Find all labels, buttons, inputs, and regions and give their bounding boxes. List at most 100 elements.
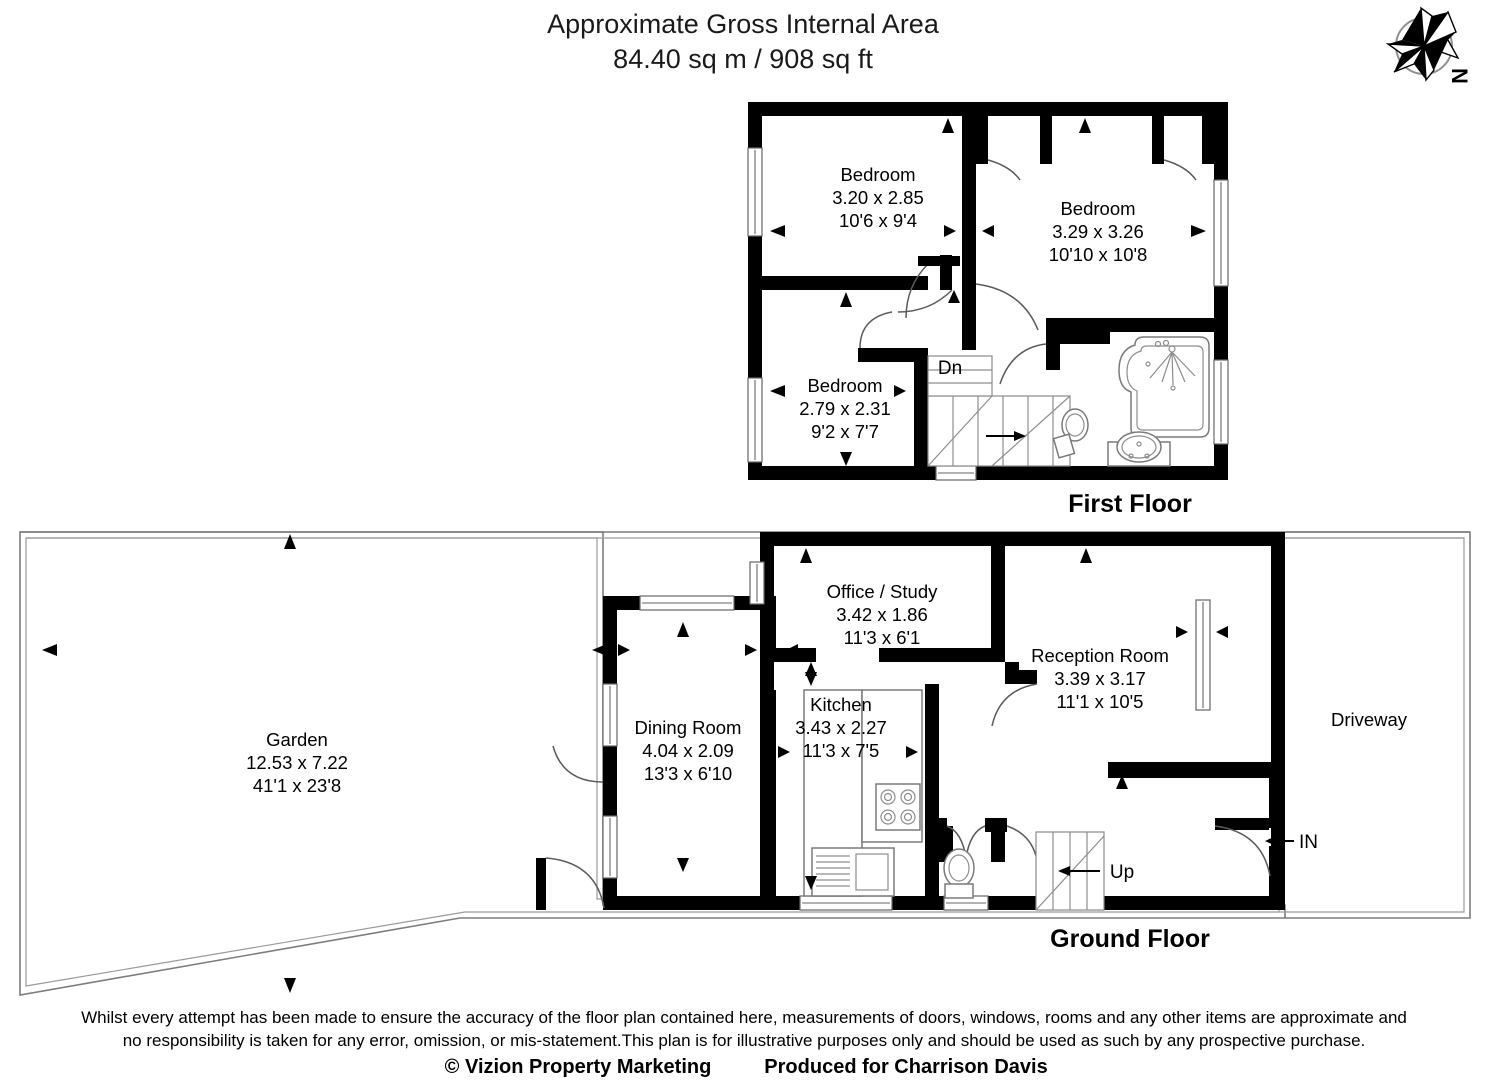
dining-interior <box>617 610 775 896</box>
wall-entry-right <box>1269 846 1285 910</box>
wall-hall-step <box>1005 670 1037 684</box>
bath-shower <box>1118 336 1210 438</box>
wardrobe-left-swing <box>987 159 1021 181</box>
wc-toilet-fixture <box>943 848 975 899</box>
wall-office-bottom <box>879 648 1005 662</box>
wall-first-left-mid <box>762 276 914 290</box>
kitchen-name: Kitchen <box>810 694 872 715</box>
title-line-2: 84.40 sq m / 908 sq ft <box>613 44 873 74</box>
door-swing-bed2 <box>975 283 1039 331</box>
stairs-down-label: Dn <box>938 358 962 379</box>
hob-icon <box>875 783 921 831</box>
entrance-arrow-icon <box>1265 835 1278 847</box>
wall-reception-lower <box>1108 762 1285 778</box>
ground-floor-labels: Office / Study 3.42 x 1.86 11'3 x 6'1 Re… <box>246 581 1408 796</box>
ground-floor-plan: Up IN <box>19 531 1471 996</box>
ground-floor-door-swings <box>536 683 1271 910</box>
entrance-label: IN <box>1299 832 1318 853</box>
wall-first-spine-lower <box>962 266 976 350</box>
garden-metric: 12.53 x 7.22 <box>246 752 348 773</box>
wall-first-bath-lintel <box>1046 332 1110 344</box>
kitchen-imperial: 11'3 x 7'5 <box>803 740 880 761</box>
office-metric: 3.42 x 1.86 <box>836 604 928 625</box>
sink-icon <box>811 847 895 897</box>
wall-kitchen-left-stub <box>760 648 774 690</box>
wardrobe-right-jamb <box>1152 116 1164 164</box>
garden-name: Garden <box>266 729 328 750</box>
door-swing-bathroom <box>999 343 1047 385</box>
first-floor-plan: Dn <box>747 102 1229 518</box>
bedroom3-name: Bedroom <box>807 375 882 396</box>
door-swing-entrance <box>1214 825 1271 877</box>
title-line-1: Approximate Gross Internal Area <box>547 9 940 39</box>
wall-first-spine-upper <box>962 116 976 266</box>
bedroom3-imperial: 9'2 x 7'7 <box>811 421 879 442</box>
ground-floor-staircase: Up <box>1035 831 1134 911</box>
wall-wc-right <box>991 826 1005 862</box>
stair-run-lower <box>927 395 1071 467</box>
stair-run-upper <box>927 355 993 397</box>
first-floor-labels: Bedroom 3.20 x 2.85 10'6 x 9'4 Bedroom 3… <box>799 164 1147 442</box>
kitchen-metric: 3.43 x 2.27 <box>795 717 887 738</box>
reception-name: Reception Room <box>1031 645 1169 666</box>
door-swing-dining-garden <box>552 745 604 783</box>
entrance-marker: IN <box>1265 832 1318 853</box>
wardrobe-right-swing <box>1163 159 1197 181</box>
bedroom1-name: Bedroom <box>840 164 915 185</box>
first-floor-label: First Floor <box>1068 490 1192 518</box>
first-floor-window-group-left <box>747 147 763 463</box>
first-floor-window-group-right <box>1213 179 1229 445</box>
bedroom2-imperial: 10'10 x 10'8 <box>1049 244 1148 265</box>
kitchen-fixtures <box>803 689 923 897</box>
door-swing-garden-gate <box>545 857 605 909</box>
stair-direction-arrow-up <box>1058 866 1070 876</box>
first-floor-door-swings <box>859 256 1047 385</box>
wall-first-bed3-top <box>858 348 928 362</box>
office-name: Office / Study <box>827 581 938 602</box>
footer-block: Whilst every attempt has been made to en… <box>81 1008 1407 1078</box>
driveway-name: Driveway <box>1331 709 1408 730</box>
wall-kitchen-hall <box>925 684 939 910</box>
stairs-up-label: Up <box>1110 862 1134 883</box>
office-imperial: 11'3 x 6'1 <box>844 627 921 648</box>
dining-name: Dining Room <box>635 717 742 738</box>
disclaimer-line-1: Whilst every attempt has been made to en… <box>81 1008 1407 1027</box>
door-swing-reception <box>991 683 1038 727</box>
bathroom-fixtures <box>1052 336 1210 467</box>
bedroom3-metric: 2.79 x 2.31 <box>799 398 891 419</box>
door-leaf-bed1 <box>918 256 960 266</box>
wall-wc-lintel-left <box>925 818 947 832</box>
first-floor-staircase: Dn <box>927 355 1071 467</box>
produced-for-label: Produced for Charrison Davis <box>764 1056 1047 1078</box>
reception-metric: 3.39 x 3.17 <box>1054 668 1146 689</box>
ground-floor-dimension-arrows <box>42 534 1228 993</box>
bedroom1-imperial: 10'6 x 9'4 <box>839 210 917 231</box>
dining-door-jamb <box>603 782 617 796</box>
reception-imperial: 11'1 x 10'5 <box>1057 691 1144 712</box>
dining-imperial: 13'3 x 6'10 <box>644 763 732 784</box>
door-swing-bed3 <box>859 311 893 349</box>
wall-wc-lintel-right <box>985 818 1007 832</box>
door-swing-bed1 <box>905 263 929 319</box>
dining-metric: 4.04 x 2.09 <box>642 740 734 761</box>
header-block: Approximate Gross Internal Area 84.40 sq… <box>547 9 940 74</box>
wall-office-right <box>991 546 1005 656</box>
compass-star <box>1385 6 1460 82</box>
garden-imperial: 41'1 x 23'8 <box>253 775 341 796</box>
ground-floor-windows <box>602 561 1211 911</box>
toilet-fixture <box>1052 408 1089 459</box>
first-floor-window-stair <box>935 465 977 481</box>
garden-door-leaf <box>536 858 546 910</box>
wardrobe-right-jamb2 <box>1202 116 1214 164</box>
bedroom1-metric: 3.20 x 2.85 <box>832 187 924 208</box>
wall-first-stair-left <box>914 355 928 466</box>
bedroom2-name: Bedroom <box>1060 198 1135 219</box>
wall-first-left-mid-stub <box>914 276 928 290</box>
door-swing-landing-left <box>897 289 953 313</box>
basin-fixture <box>1107 431 1171 467</box>
copyright-label: © Vizion Property Marketing <box>445 1056 712 1078</box>
compass-north-label: N <box>1447 68 1472 84</box>
compass-rose: N <box>1385 6 1472 84</box>
